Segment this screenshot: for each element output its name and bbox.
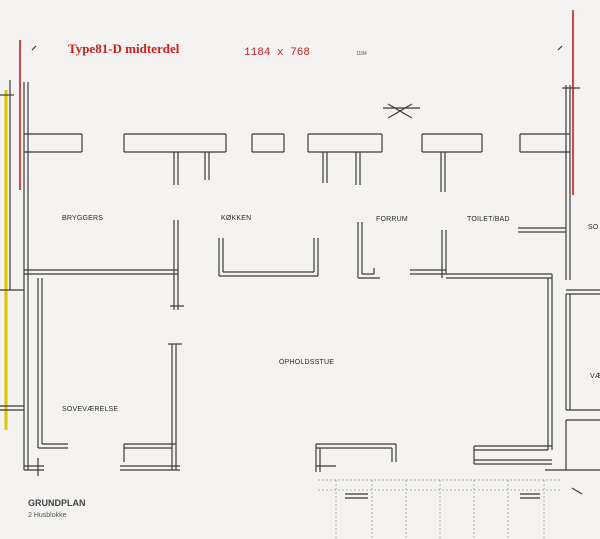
tick-mark [557,45,563,51]
right-outer-wall [518,85,600,470]
room-label-edge-mid: VÆ [590,373,600,380]
room-label-edge-top: SO [588,224,599,231]
top-partitions [173,152,446,192]
room-label-opholdsstue: OPHOLDSSTUE [279,359,334,366]
top-wall [24,133,570,153]
dimensions-label: 1184 x 768 [244,47,310,59]
bottom-wall [24,443,552,476]
room-label-forrum: FORRUM [376,216,408,223]
plan-subtitle: 2 Husblokke [28,512,67,519]
room-label-toilet-bad: TOILET/BAD [467,216,510,223]
kitchen-counter [218,238,319,277]
left-outer-wall [0,80,29,470]
bathroom-walls [410,230,553,450]
terrace-deck [318,469,600,539]
drawing-title: Type81-D midterdel [68,41,180,56]
tick-mark [31,45,37,51]
bedroom-walls [37,278,182,470]
room-label-sovevaerelse: SOVEVÆRELSE [62,406,118,413]
plan-title: GRUNDPLAN [28,498,86,508]
room-label-kokken: KØKKEN [221,215,251,222]
room-label-bryggers: BRYGGERS [62,215,103,222]
bryggers-divider [24,220,184,310]
small-dimension: 1184 [356,51,367,57]
skylight-symbol [383,103,420,119]
forrum-wall [357,222,380,279]
